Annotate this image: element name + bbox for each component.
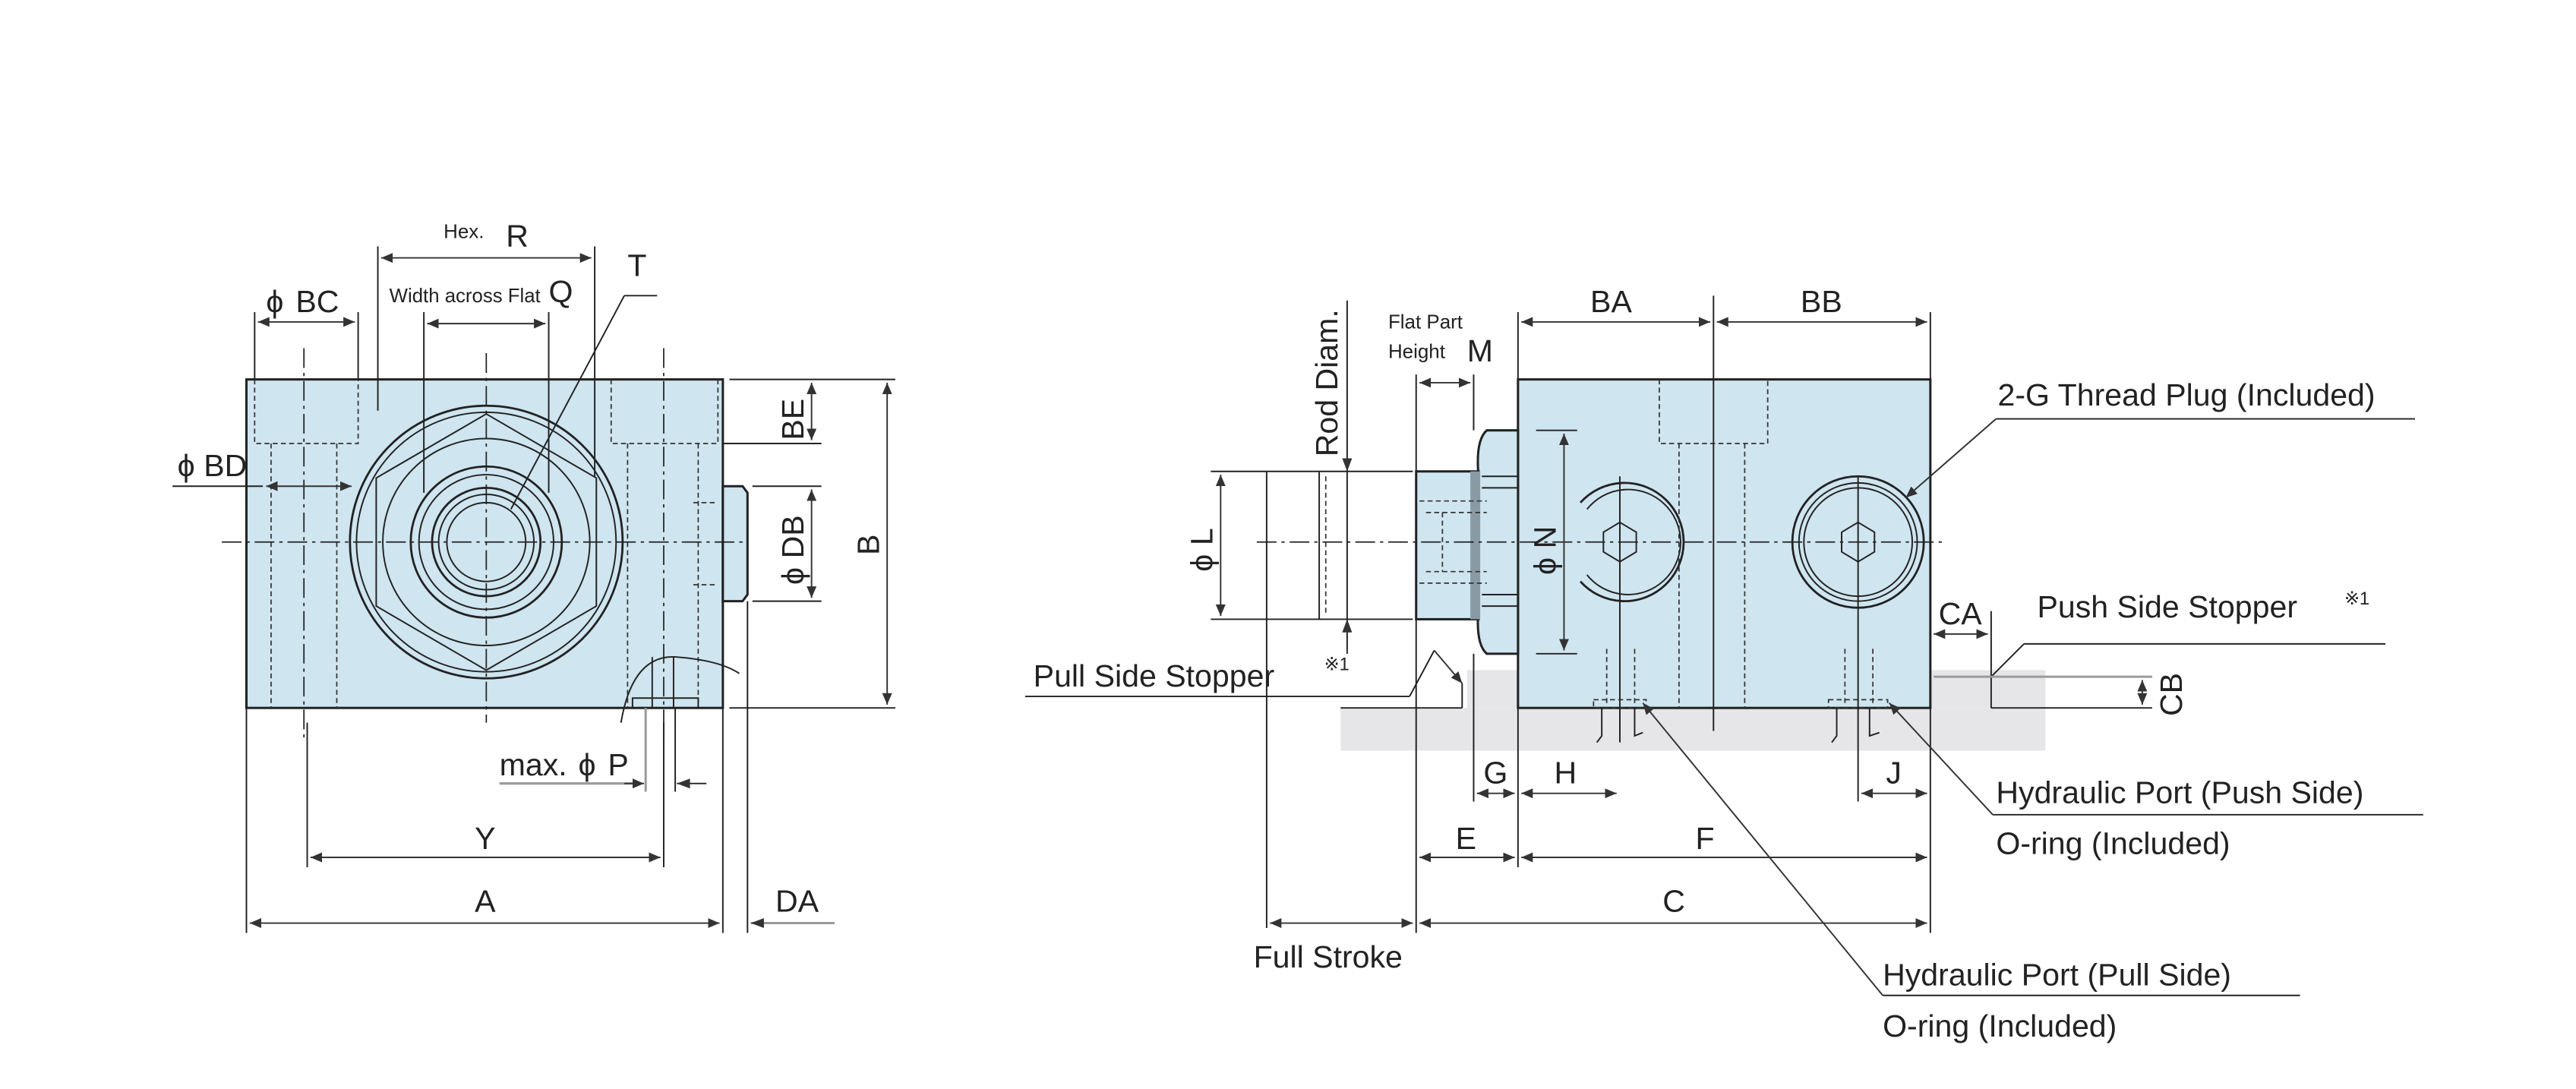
dim-label-c: C	[1662, 883, 1685, 918]
max-label: max.	[500, 747, 567, 782]
db-boss	[721, 485, 749, 603]
dim-label-f: F	[1695, 821, 1714, 856]
hex-prefix: Hex.	[444, 222, 484, 243]
width-across-flat-label: Width across Flat	[390, 286, 541, 307]
front-port	[620, 501, 740, 723]
port-pull-label: Hydraulic Port (Pull Side)	[1883, 958, 2231, 993]
pull-stopper-label: Pull Side Stopper	[1034, 658, 1274, 693]
dim-label-e: E	[1456, 821, 1476, 856]
port-push-label: Hydraulic Port (Push Side)	[1996, 775, 2363, 810]
dim-label-bc: BC	[295, 284, 339, 319]
mounting-base	[1340, 708, 2046, 751]
dim-label-y: Y	[475, 821, 495, 856]
dim-label-ba: BA	[1590, 284, 1632, 319]
push-port-plug	[1791, 475, 1925, 743]
pull-stopper-block	[1466, 670, 1518, 709]
dim-label-ca: CA	[1939, 596, 1983, 631]
front-view: Hex. R Width across Flat Q T ϕ BC ϕ BD B…	[172, 218, 895, 933]
rod-diam-label: Rod Diam.	[1309, 309, 1344, 456]
pull-stopper-note: ※1	[1324, 654, 1350, 674]
oring-push-label: O-ring (Included)	[1996, 826, 2230, 861]
dim-label-cb: CB	[2154, 673, 2189, 716]
push-stopper-label: Push Side Stopper	[2037, 589, 2297, 624]
height-label: Height	[1388, 342, 1446, 363]
pull-port-plug	[1580, 476, 1685, 743]
dim-label-a: A	[475, 883, 496, 918]
dim-label-bb: BB	[1801, 284, 1842, 319]
dim-label-r: R	[506, 218, 529, 253]
side-body	[1517, 378, 1932, 709]
dim-label-l: L	[1184, 528, 1219, 545]
side-view: Rod Diam. ϕ L ϕ N	[1024, 284, 2423, 1043]
dim-label-m: M	[1467, 333, 1493, 368]
dim-label-n: N	[1528, 526, 1563, 549]
counterbore-right	[610, 348, 719, 740]
dim-label-be: BE	[775, 399, 810, 440]
full-stroke-label: Full Stroke	[1254, 939, 1403, 974]
phi-p-symbol: ϕ	[578, 747, 595, 782]
phi-n-symbol: ϕ	[1528, 557, 1563, 575]
dim-label-t: T	[627, 248, 646, 283]
dim-label-j: J	[1886, 756, 1902, 791]
rod-ghost	[1211, 470, 1413, 929]
dim-label-b: B	[851, 535, 886, 555]
dim-label-h: H	[1554, 756, 1577, 791]
dim-label-bd: BD	[204, 448, 247, 483]
rod-end	[1415, 470, 1480, 620]
dim-label-p: P	[608, 747, 628, 782]
dim-label-g: G	[1483, 756, 1507, 791]
front-body	[245, 378, 724, 709]
dim-label-db: DB	[775, 515, 810, 558]
phi-bc-symbol: ϕ	[266, 284, 283, 319]
phi-l-symbol: ϕ	[1184, 554, 1219, 572]
thread-plug-label: 2-G Thread Plug (Included)	[1998, 377, 2376, 412]
flat-part-label: Flat Part	[1388, 312, 1463, 333]
phi-bd-symbol: ϕ	[178, 448, 195, 483]
dim-label-da: DA	[775, 883, 819, 918]
push-stopper-note: ※1	[2344, 589, 2369, 609]
phi-db-symbol: ϕ	[775, 567, 810, 585]
oring-pull-label: O-ring (Included)	[1883, 1009, 2117, 1043]
dim-label-q: Q	[549, 274, 573, 309]
